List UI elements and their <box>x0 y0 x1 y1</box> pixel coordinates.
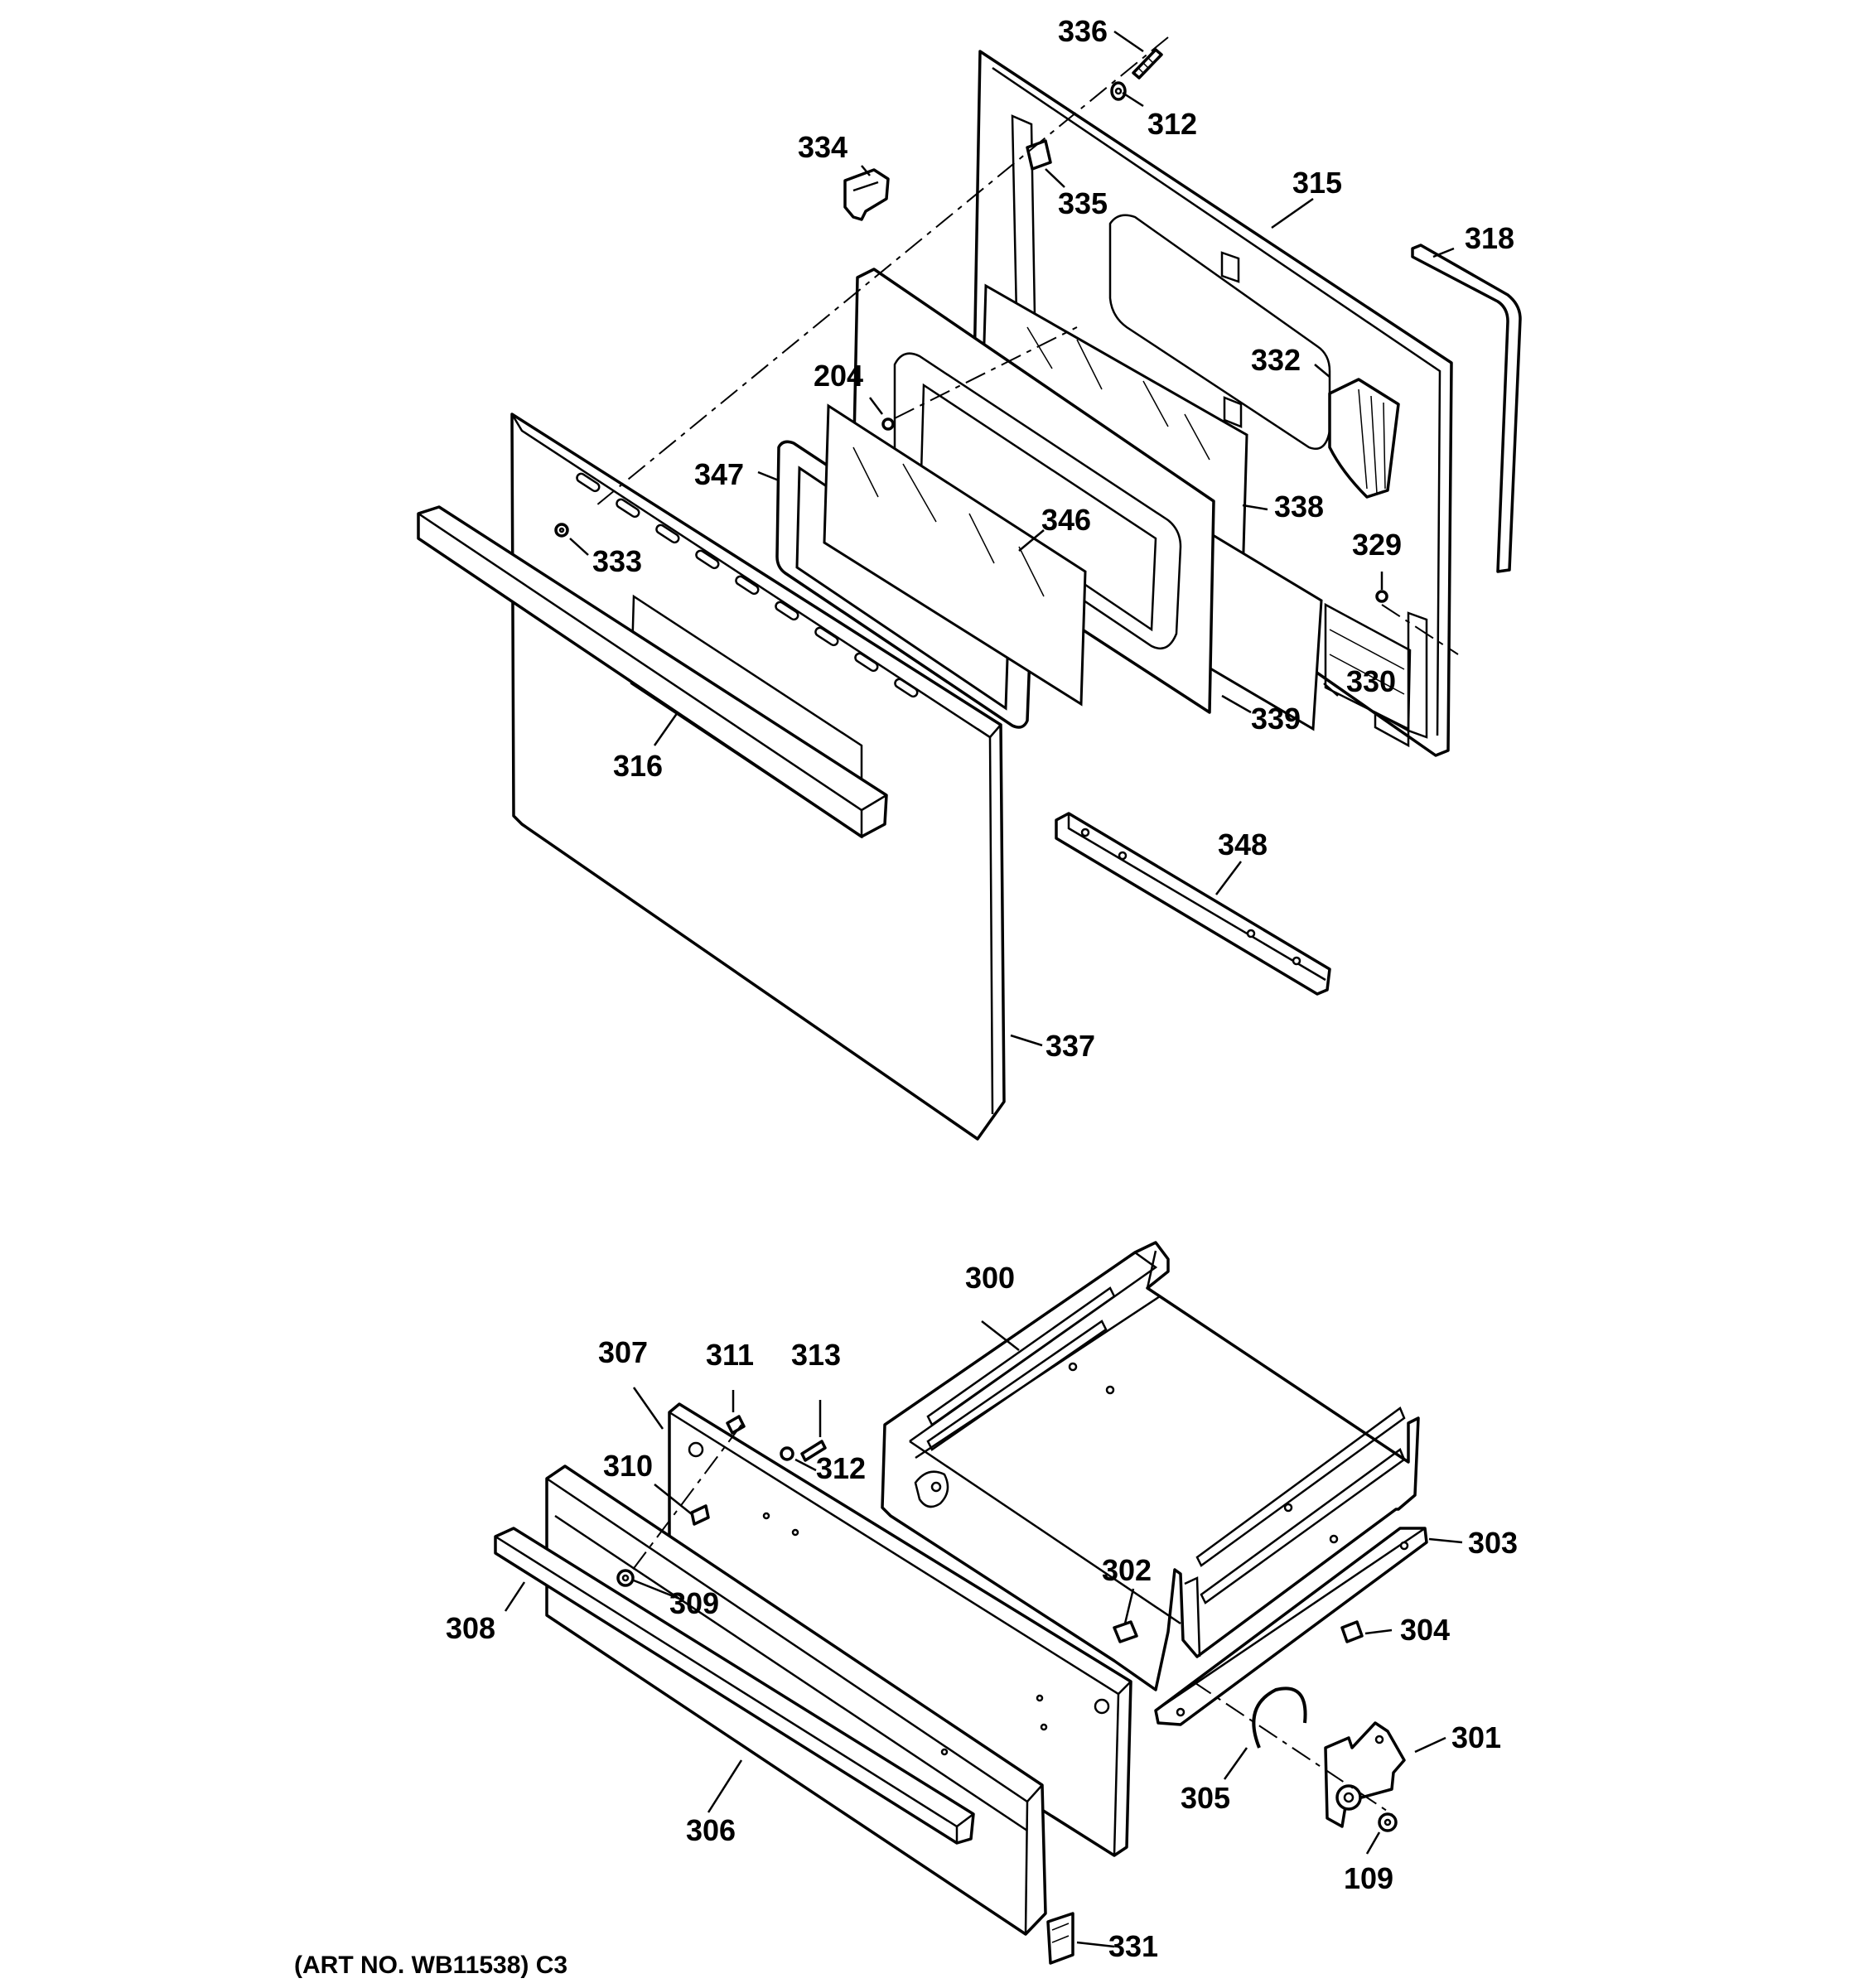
drawer-bracket-331 <box>1046 1912 1074 1965</box>
screw-336 <box>1132 48 1163 80</box>
screw-329 <box>1375 590 1388 603</box>
washer-312-lower <box>780 1446 794 1461</box>
callout-310: 310 <box>603 1449 653 1483</box>
drawer-body-300 <box>881 1241 1420 1691</box>
callout-306: 306 <box>686 1813 736 1847</box>
callout-336: 336 <box>1058 14 1108 48</box>
drawer-handle-308 <box>494 1527 975 1845</box>
leader-lines <box>504 30 1463 1948</box>
screw-333 <box>554 523 569 538</box>
drawer-inner-front-307 <box>668 1402 1132 1857</box>
callout-308: 308 <box>446 1611 495 1645</box>
hinge-bracket-334 <box>843 168 890 221</box>
callout-335: 335 <box>1058 186 1108 220</box>
callout-339: 339 <box>1251 702 1301 736</box>
door-vent-slots <box>576 472 919 698</box>
spacer-312 <box>1110 81 1127 101</box>
callout-307: 307 <box>598 1335 648 1369</box>
nut-311 <box>726 1415 746 1435</box>
callout-305: 305 <box>1181 1781 1230 1815</box>
callout-301: 301 <box>1451 1720 1501 1754</box>
callout-331: 331 <box>1108 1929 1158 1963</box>
callout-109: 109 <box>1344 1861 1393 1895</box>
callout-346: 346 <box>1041 503 1091 537</box>
callout-204: 204 <box>814 359 863 393</box>
callout-312: 312 <box>1147 107 1197 141</box>
heat-shield-330 <box>1324 602 1412 731</box>
callout-303: 303 <box>1468 1526 1518 1560</box>
callout-302: 302 <box>1102 1553 1152 1587</box>
callout-315: 315 <box>1292 166 1342 200</box>
slide-rail-303 <box>1154 1527 1428 1726</box>
callout-316: 316 <box>613 749 663 783</box>
callout-329: 329 <box>1352 528 1402 562</box>
screw-204 <box>881 417 895 431</box>
callout-318: 318 <box>1465 221 1514 255</box>
callout-332: 332 <box>1251 343 1301 377</box>
pin-302 <box>1113 1620 1138 1643</box>
door-trim-318 <box>1411 244 1522 573</box>
drawer-bracket-301 <box>1324 1721 1406 1828</box>
callout-333: 333 <box>592 544 642 578</box>
art-number-caption: (ART NO. WB11538) C3 <box>294 1952 567 1979</box>
clip-310 <box>690 1504 710 1526</box>
door-handle-316 <box>417 505 888 838</box>
callout-337: 337 <box>1045 1029 1095 1063</box>
callout-309: 309 <box>669 1586 719 1620</box>
clip-304 <box>1340 1620 1364 1643</box>
washer-109 <box>1378 1812 1398 1832</box>
callout-311: 311 <box>706 1338 754 1372</box>
bottom-rail-348 <box>1055 812 1331 996</box>
callout-labels: 336 312 334 335 315 318 332 204 347 346 … <box>446 14 1518 1963</box>
hinge-clip-335 <box>1026 139 1052 171</box>
outer-door-337 <box>510 413 1006 1141</box>
callout-304: 304 <box>1400 1613 1450 1647</box>
callout-312b: 312 <box>816 1451 866 1485</box>
callout-348: 348 <box>1218 828 1268 861</box>
callout-300: 300 <box>965 1261 1015 1295</box>
outer-glass-347 <box>775 403 1087 729</box>
screw-309 <box>616 1569 635 1587</box>
callout-347: 347 <box>694 457 744 491</box>
callout-338: 338 <box>1274 490 1324 524</box>
insulation-332 <box>1328 378 1400 499</box>
callout-334: 334 <box>798 130 847 164</box>
callout-313: 313 <box>791 1338 841 1372</box>
callout-330: 330 <box>1346 664 1396 698</box>
screw-313 <box>800 1440 827 1462</box>
wire-spring-305 <box>1252 1686 1307 1749</box>
